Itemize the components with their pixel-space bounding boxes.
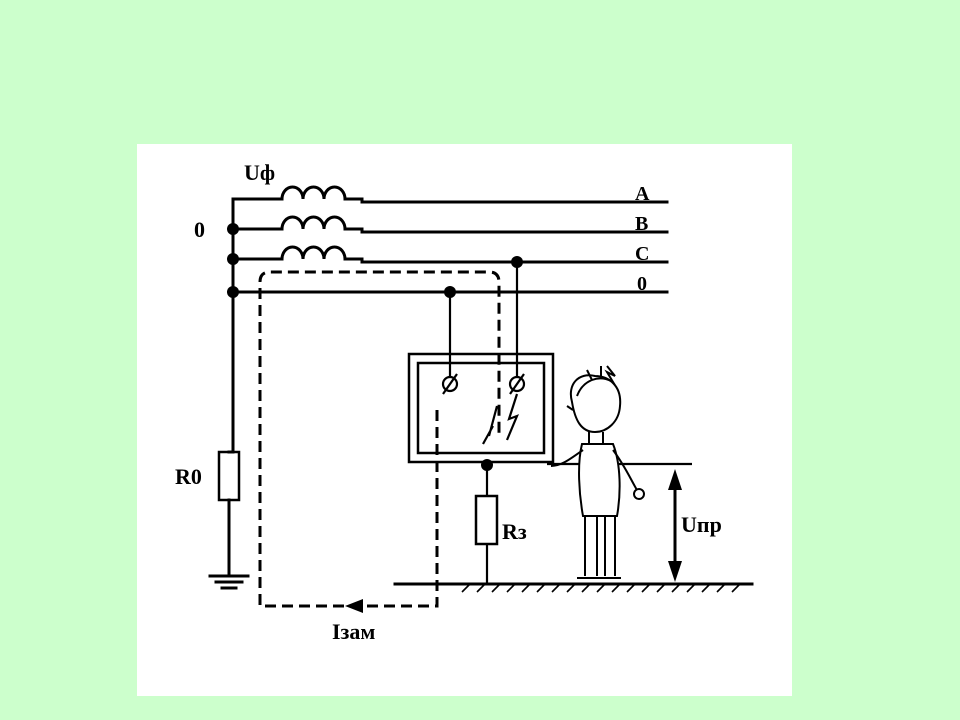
winding-c: [260, 245, 364, 261]
junction-dot: [227, 223, 239, 235]
fault-path: [482, 405, 499, 445]
phase-a-label: A: [635, 183, 650, 205]
circuit-diagram: Uф 0 A B C 0 R0 Rз Uпр Iзам: [175, 160, 754, 644]
fault-current-path: [258, 270, 501, 608]
winding-a: [260, 185, 364, 201]
fault-spark: [505, 393, 519, 441]
person-figure: [550, 365, 645, 579]
touch-voltage-label: Uпр: [681, 512, 722, 537]
equipment-enclosure: [407, 352, 555, 464]
resistor-rz: [474, 494, 499, 546]
phase-c-label: C: [635, 243, 649, 265]
ground-symbol: [208, 574, 250, 590]
resistor-r0: [217, 450, 241, 502]
r0-label: R0: [175, 464, 202, 489]
touch-voltage-arrow: [668, 469, 682, 582]
terminal-right: [508, 373, 526, 395]
phase-voltage-label: Uф: [244, 160, 275, 185]
junction-dot: [227, 286, 239, 298]
neutral-label-left: 0: [194, 217, 205, 242]
terminal-left: [441, 373, 459, 395]
junction-dot: [227, 253, 239, 265]
diagram-panel: Uф 0 A B C 0 R0 Rз Uпр Iзам: [137, 144, 792, 696]
neutral-label-right: 0: [637, 273, 647, 295]
rz-label: Rз: [502, 519, 527, 544]
phase-b-label: B: [635, 213, 648, 235]
fault-current-label: Iзам: [332, 619, 375, 644]
winding-b: [260, 215, 364, 231]
ground-surface: [393, 582, 754, 593]
current-arrow: [345, 599, 363, 613]
transformer-windings: [260, 185, 364, 261]
